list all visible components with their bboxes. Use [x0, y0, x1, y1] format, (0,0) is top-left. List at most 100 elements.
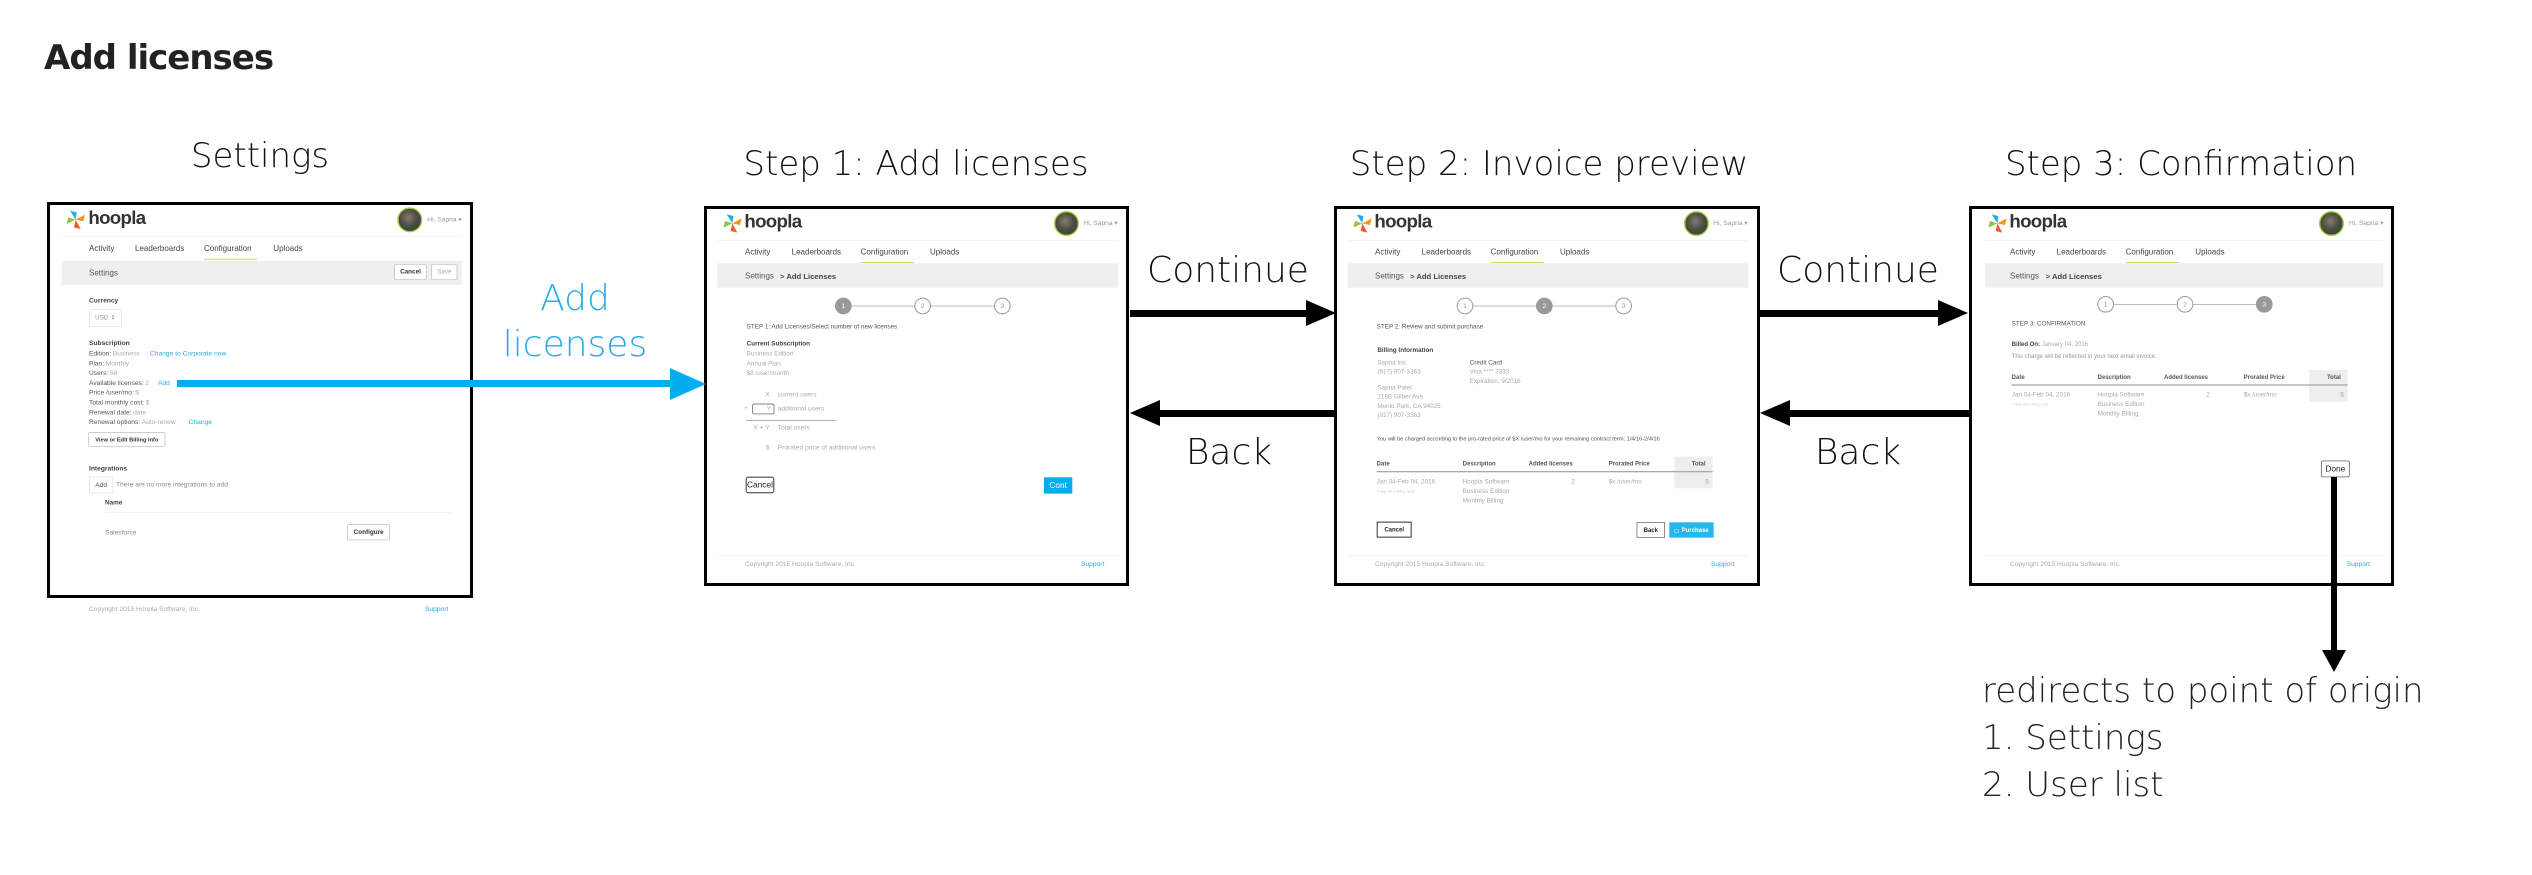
settings-frame — [47, 202, 473, 598]
nav-configuration[interactable]: Configuration — [860, 247, 909, 257]
nav-leaderboards[interactable]: Leaderboards — [1421, 247, 1472, 257]
user-menu[interactable]: Hi, Sapna ▾ — [1713, 219, 1748, 227]
support-link[interactable]: Support — [424, 605, 449, 613]
row-value: Auto-renew — [141, 418, 176, 426]
subscription-plan: Annual Plan — [746, 359, 781, 367]
avatar[interactable] — [1683, 210, 1709, 236]
hoopla-logo[interactable]: hoopla — [88, 206, 146, 228]
name-column-header: Name — [104, 499, 123, 507]
sum-line — [745, 419, 836, 421]
billed-on-label: Billed On: — [2011, 340, 2040, 348]
xy-value: X + Y — [753, 423, 770, 432]
add-integration-button[interactable]: Add — [88, 476, 114, 494]
view-edit-billing-button[interactable]: View or Edit Billing Info — [88, 432, 166, 447]
currency-select[interactable]: USD ⇕ — [88, 308, 122, 327]
divider — [61, 235, 462, 237]
user-menu[interactable]: Hi, Sapna ▾ — [427, 215, 462, 224]
nav-uploads[interactable]: Uploads — [1559, 247, 1590, 257]
row-value: $ — [135, 388, 140, 397]
total-column-bg — [2309, 369, 2348, 402]
nav-uploads[interactable]: Uploads — [273, 243, 303, 253]
additional-users-input[interactable]: Y — [752, 403, 775, 415]
support-link[interactable]: Support — [1080, 560, 1105, 568]
company-phone: (917) 907-3363 — [1377, 368, 1421, 376]
continue-arrow-2 — [1760, 310, 1942, 317]
billing-info-label: Billing Information — [1377, 346, 1434, 354]
row-added: 2 — [1571, 478, 1575, 486]
avatar[interactable] — [1053, 210, 1079, 236]
hoopla-logo[interactable]: hoopla — [1374, 210, 1432, 232]
row-date-sub: Y days left in billing cycle — [1376, 489, 1414, 494]
breadcrumb-settings[interactable]: Settings — [1374, 271, 1404, 281]
avatar[interactable] — [2318, 210, 2344, 236]
integration-name: Salesforce — [104, 528, 137, 536]
support-link[interactable]: Support — [2346, 560, 2370, 568]
purchase-button[interactable]: Purchase — [1669, 522, 1714, 538]
continue-button[interactable]: Cont — [1043, 477, 1073, 494]
nav-activity[interactable]: Activity — [744, 247, 771, 257]
row-label: Total monthly cost: — [88, 398, 145, 406]
cancel-button[interactable]: Cancel — [745, 476, 775, 494]
nav-configuration[interactable]: Configuration — [1490, 247, 1539, 257]
available-licenses-row: Available licenses: 2 — [89, 379, 149, 387]
total-users-label: Total users — [777, 423, 810, 432]
input-value: Y — [766, 405, 771, 413]
breadcrumb-settings[interactable]: Settings — [2009, 271, 2039, 281]
back-label-1: Back — [1185, 432, 1273, 473]
breadcrumb-settings[interactable]: Settings — [744, 271, 774, 281]
nav-active-underline — [2125, 261, 2179, 263]
step3-screen: hoopla Hi, Sapna ▾ Activity Leaderboards… — [1985, 205, 2420, 605]
breadcrumb-bar — [717, 263, 1119, 288]
row-date-sub: Y days left in billing cycle — [2011, 402, 2049, 407]
cancel-button[interactable]: Cancel — [1376, 521, 1412, 538]
nav-activity[interactable]: Activity — [1374, 247, 1401, 257]
row-total: $ — [1705, 478, 1709, 486]
nav-leaderboards[interactable]: Leaderboards — [2056, 247, 2107, 257]
nav-uploads[interactable]: Uploads — [2195, 247, 2225, 257]
nav-uploads[interactable]: Uploads — [929, 247, 960, 257]
dollar-sign: $ — [765, 443, 770, 452]
nav-configuration[interactable]: Configuration — [2125, 247, 2174, 257]
nav-leaderboards[interactable]: Leaderboards — [791, 247, 842, 257]
done-button[interactable]: Done — [2320, 460, 2350, 478]
nav-activity[interactable]: Activity — [2009, 247, 2036, 257]
footer-divider — [1985, 554, 2384, 556]
user-menu[interactable]: Hi, Sapna ▾ — [1083, 219, 1118, 227]
purchase-label: Purchase — [1681, 526, 1709, 534]
add-licenses-link[interactable]: Add — [157, 379, 170, 387]
change-renewal-link[interactable]: Change — [188, 418, 213, 426]
back-button[interactable]: Back — [1636, 522, 1665, 538]
row-date: Jan 04-Feb 04, 2016 — [1376, 478, 1436, 486]
row-value: Monthly — [105, 359, 130, 367]
label-settings: Settings — [190, 136, 330, 176]
nav-activity[interactable]: Activity — [88, 243, 115, 253]
integrations-label: Integrations — [88, 464, 128, 473]
back-arrow-1 — [1156, 410, 1336, 417]
divider — [104, 512, 452, 513]
cancel-button[interactable]: Cancel — [394, 263, 427, 280]
support-link[interactable]: Support — [1710, 560, 1735, 568]
user-menu[interactable]: Hi, Sapna ▾ — [2348, 219, 2384, 227]
avatar[interactable] — [397, 207, 423, 233]
redirect-line: 1. Settings — [1982, 718, 2164, 758]
billed-on: Billed On: January 04, 2016 — [2012, 341, 2088, 348]
prorated-price-label: Prorated price of additional users — [777, 443, 876, 452]
row-label: Edition: — [88, 349, 112, 358]
nav-leaderboards[interactable]: Leaderboards — [134, 243, 185, 253]
copyright: Copyright 2015 Hoopla Software, Inc. — [88, 605, 200, 613]
hoopla-logo[interactable]: hoopla — [744, 210, 802, 232]
back-label-2: Back — [1814, 432, 1902, 473]
change-to-corporate-link[interactable]: Change to Corporate now. — [149, 349, 228, 358]
hoopla-logo[interactable]: hoopla — [2009, 210, 2067, 232]
no-integrations-text: There are no more integrations to add — [115, 480, 228, 488]
row-description: Monthly Billing — [2097, 409, 2139, 417]
divider — [1985, 239, 2384, 241]
configure-button[interactable]: Configure — [347, 524, 390, 541]
redirect-line: 2. User list — [1982, 765, 2164, 805]
company-name: Sapna Inc. — [1377, 359, 1408, 367]
nav-configuration[interactable]: Configuration — [203, 243, 252, 253]
redirect-note: redirects to point of origin 1. Settings… — [1982, 668, 2424, 809]
back-arrow-1-head — [1130, 400, 1160, 426]
save-button[interactable]: Save — [431, 263, 458, 280]
breadcrumb-bar — [1347, 263, 1749, 288]
